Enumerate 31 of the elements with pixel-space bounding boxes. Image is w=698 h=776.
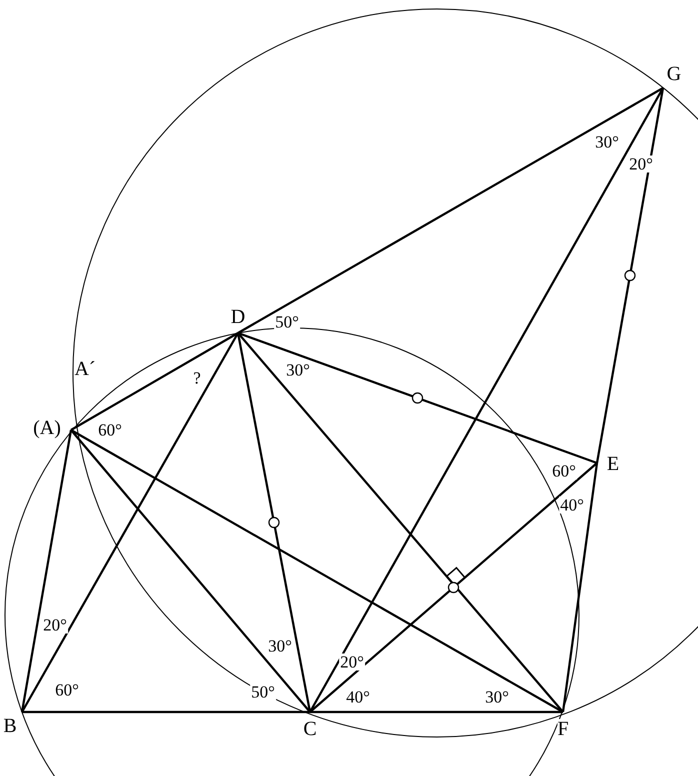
line-segment [22, 710, 310, 714]
angle-label: 20° [339, 654, 365, 670]
angle-label: 40° [559, 496, 585, 514]
line-segment [20, 430, 72, 712]
line-segment [237, 87, 664, 334]
angle-label: 20° [628, 156, 654, 172]
line-segment [236, 332, 312, 712]
angle-label: 30° [484, 688, 510, 706]
line-segment [596, 88, 664, 464]
angle-label: 30° [285, 362, 311, 378]
line-segment [238, 332, 598, 464]
angle-label: 30° [267, 638, 293, 654]
angle-label: 50° [274, 314, 300, 330]
line-segment [310, 710, 563, 714]
angle-label: 20° [42, 616, 68, 634]
angle-label: 50° [250, 684, 276, 700]
line-segment [562, 462, 598, 712]
line-segment [21, 332, 239, 713]
line-segment [237, 332, 564, 713]
angle-label: 60° [54, 682, 80, 698]
angle-label: 60° [97, 422, 123, 438]
angle-label: ? [192, 370, 202, 386]
line-segment [309, 462, 598, 713]
angle-label: 60° [551, 462, 577, 480]
line-segment [70, 429, 564, 713]
line-segment [70, 332, 239, 431]
line-segment [309, 87, 664, 713]
line-segment [70, 429, 311, 713]
angle-label: 40° [345, 688, 371, 706]
point-label: (A) [33, 418, 61, 438]
angle-label: 30° [594, 134, 620, 150]
